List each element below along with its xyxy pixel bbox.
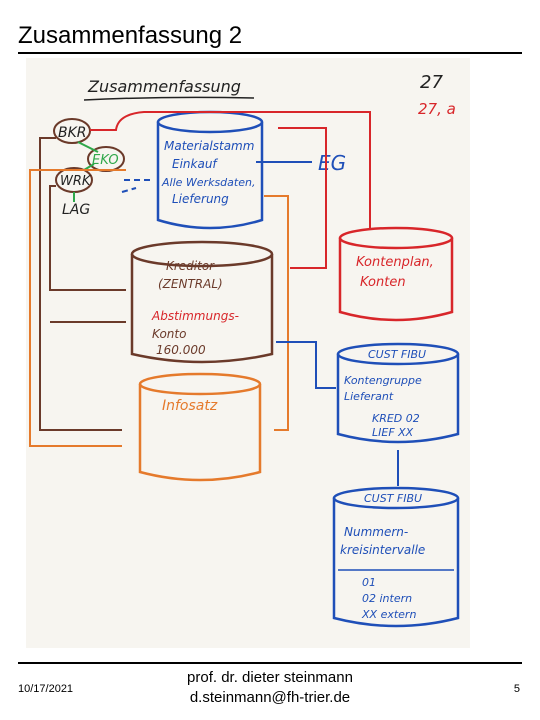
vendor-line2: (ZENTRAL)	[158, 277, 223, 291]
org-wrk: WRK	[60, 174, 92, 189]
inforecord-line1: Infosatz	[162, 398, 218, 414]
cust1-line1: Kontengruppe	[344, 374, 422, 387]
account-line2: Konten	[360, 275, 406, 290]
vendor-line5: 160.000	[156, 343, 206, 357]
page-ref-red: 27, a	[418, 100, 456, 118]
orange-connectors	[29, 169, 289, 447]
author-email: d.steinmann@fh-trier.de	[189, 689, 351, 706]
material-line1: Materialstamm	[164, 139, 254, 153]
cust1-line4: LIEF XX	[372, 426, 414, 439]
cust1-cylinder-body	[336, 354, 460, 444]
cust2-cylinder-body	[332, 498, 460, 628]
org-eko: EKO	[92, 153, 119, 168]
inforecord-cylinder-body	[138, 384, 262, 482]
sketch-drawing: Zusammenfassung 27 27, a BKR EKO WRK LAG…	[29, 72, 460, 628]
page-number: 5	[513, 683, 520, 695]
title-divider	[18, 52, 522, 54]
vendor-line1: Kreditor	[166, 259, 215, 273]
org-bkr: BKR	[58, 125, 87, 141]
red-connector	[90, 111, 371, 230]
cust1-line3: KRED 02	[372, 412, 420, 425]
footer-date: 10/17/2021	[18, 683, 74, 695]
author-name: prof. dr. dieter steinmann	[187, 669, 353, 686]
cust1-line2: Lieferant	[344, 390, 394, 403]
material-line2: Einkauf	[172, 157, 218, 171]
sketch-photo: Zusammenfassung 27 27, a BKR EKO WRK LAG…	[26, 58, 470, 648]
account-cylinder-top	[338, 226, 454, 250]
vendor-line4: Konto	[152, 327, 186, 341]
eg-label: EG	[318, 151, 346, 175]
sketch-heading: Zusammenfassung	[87, 77, 241, 96]
org-lag: LAG	[62, 202, 90, 218]
material-line4: Lieferung	[172, 192, 229, 206]
vendor-cylinder-body	[130, 254, 274, 364]
cust1-connector	[276, 341, 336, 389]
inforecord-cylinder-top	[138, 372, 262, 396]
cust2-line1: Nummern-	[344, 525, 408, 539]
cust1-header: CUST FIBU	[368, 348, 426, 361]
cust2-header: CUST FIBU	[364, 492, 422, 505]
vendor-line3: Abstimmungs-	[151, 309, 239, 323]
footer-author: prof. dr. dieter steinmann d.steinmann@f…	[150, 668, 390, 708]
cust2-line2: kreisintervalle	[340, 543, 425, 557]
material-line3: Alle Werksdaten,	[161, 176, 255, 189]
brown-connectors	[39, 137, 126, 431]
heading-underline	[83, 96, 255, 101]
account-cylinder-body	[338, 238, 454, 322]
page-ref-black: 27	[420, 72, 443, 93]
account-line1: Kontenplan,	[356, 255, 434, 270]
cust2-row1: 01	[362, 576, 376, 589]
cust2-row3: XX extern	[361, 608, 416, 621]
blue-dashed-links	[121, 179, 154, 193]
cust2-row2: 02 intern	[362, 592, 412, 605]
red-inner-connector	[278, 127, 327, 269]
slide-title: Zusammenfassung 2	[18, 22, 243, 49]
footer-divider	[18, 662, 522, 664]
material-cylinder-body	[156, 122, 264, 230]
material-cylinder-top	[156, 110, 264, 134]
